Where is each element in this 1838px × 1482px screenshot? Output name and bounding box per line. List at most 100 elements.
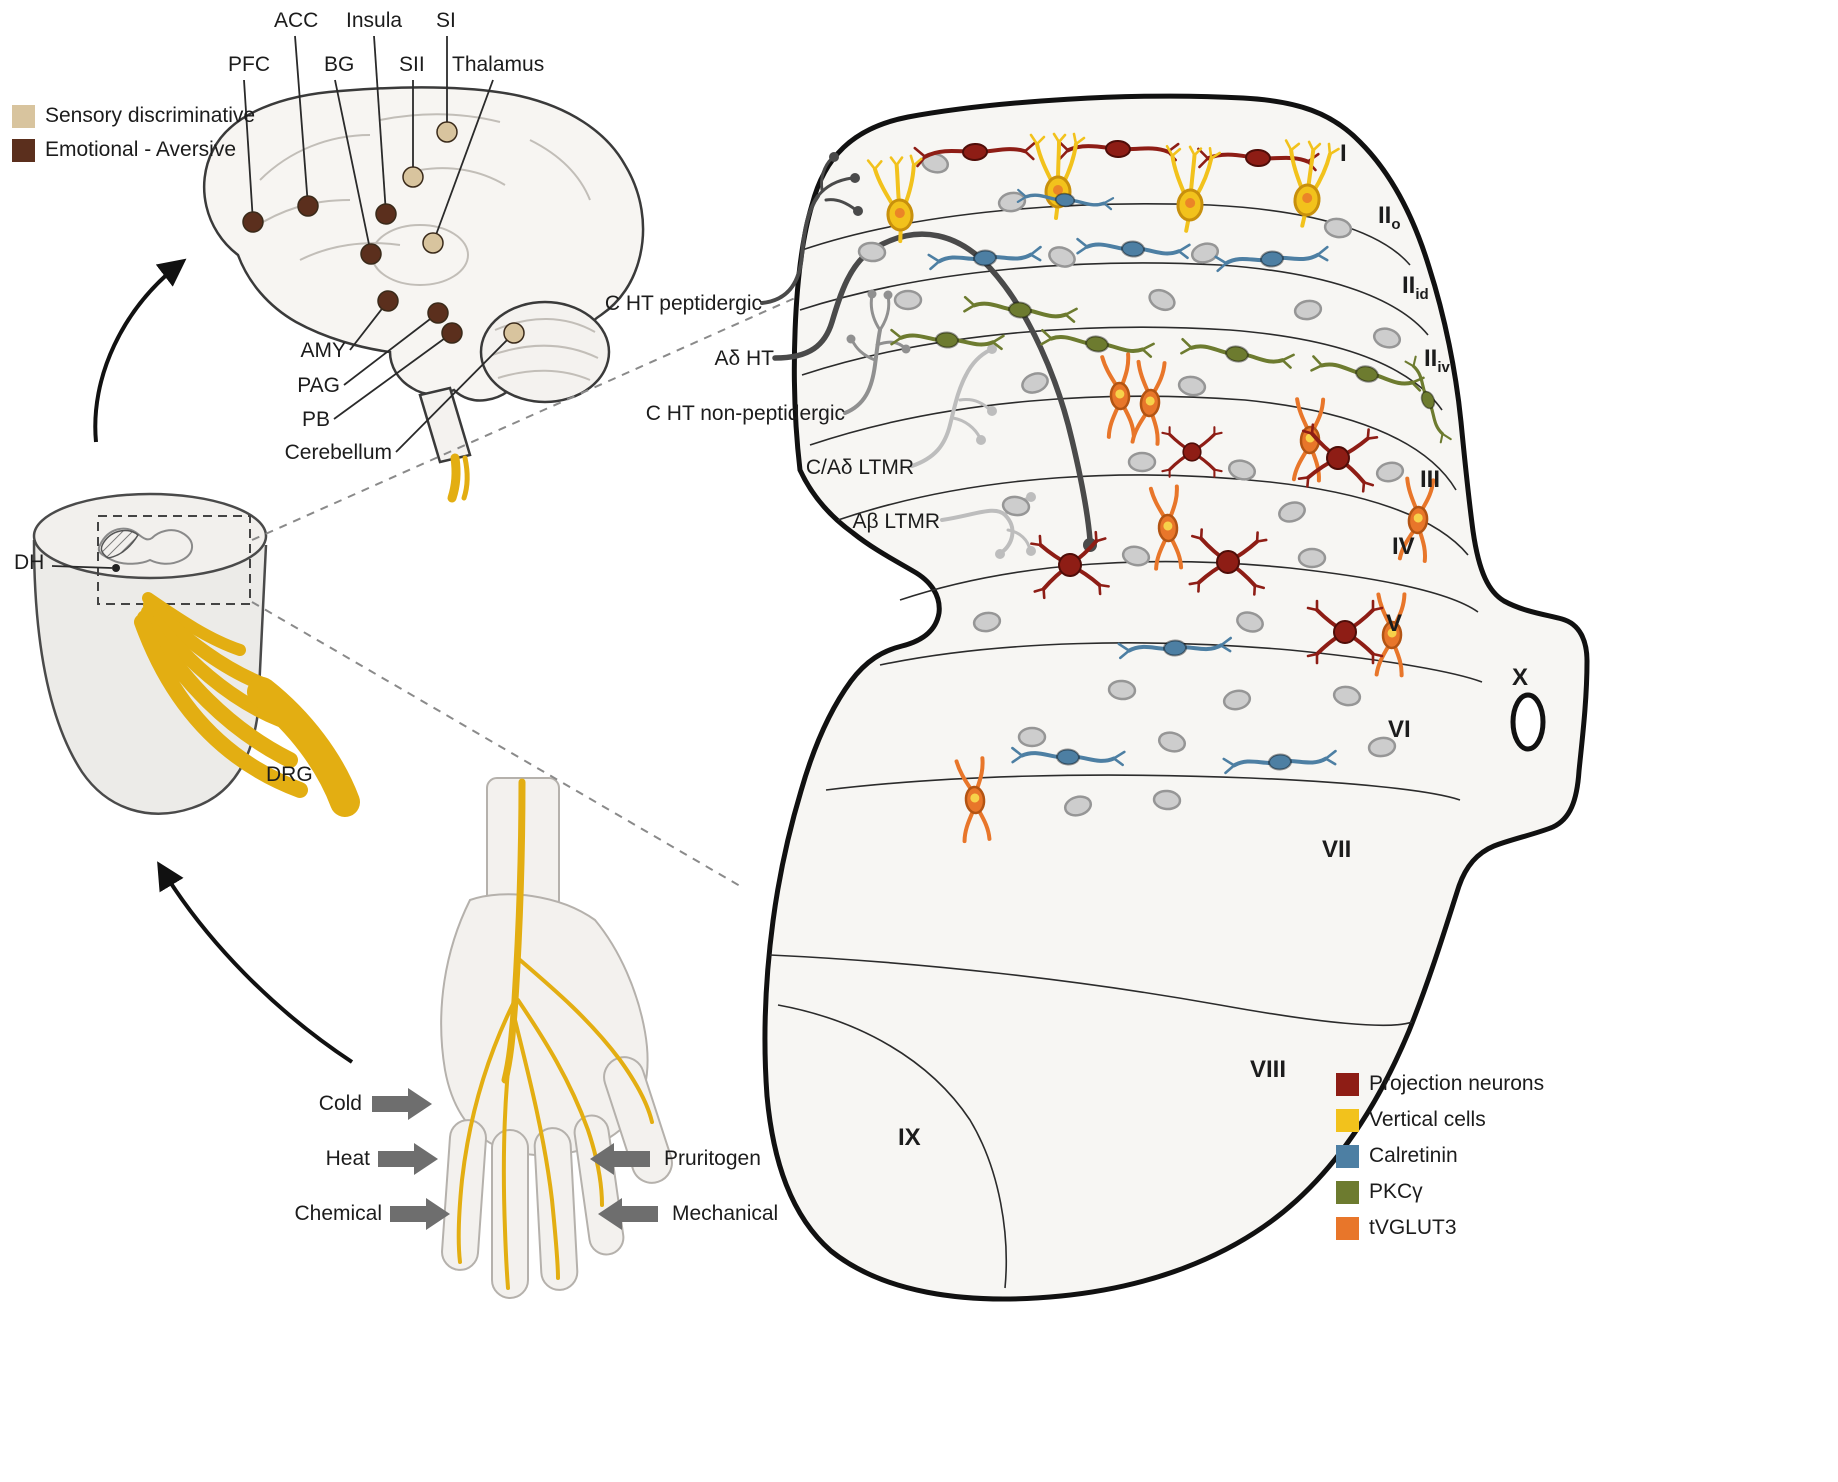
tvglut3-neuron <box>1130 359 1167 446</box>
label-c-ht-non-peptidergic: C HT non-peptidergic <box>645 402 845 425</box>
interneuron-neuron <box>1297 547 1327 569</box>
emotional-legend-label: Emotional - Aversive <box>45 138 237 161</box>
projection-neuron <box>1297 423 1379 493</box>
tvglut3-legend-label: tVGLUT3 <box>1369 1216 1457 1239</box>
brain-legend-sensory: Sensory discriminative <box>12 104 255 128</box>
calretinin-neuron <box>1076 237 1191 260</box>
label-thalamus: Thalamus <box>452 53 545 76</box>
legend-calretinin: Calretinin <box>1336 1144 1458 1168</box>
lamina-label-i: I <box>1340 140 1347 167</box>
vertical-swatch <box>1336 1108 1359 1132</box>
label-c-ht-peptidergic: C HT peptidergic <box>604 292 762 315</box>
dot-pb <box>441 322 463 344</box>
pkc-neuron <box>890 328 1005 351</box>
dorsal-horn-diagram <box>760 93 1590 1302</box>
interneuron-neuron <box>1293 299 1323 321</box>
pruritogen-arrow <box>590 1143 650 1175</box>
interneuron-neuron <box>1063 795 1093 817</box>
sensory-swatch <box>12 104 35 128</box>
pkc-neuron <box>1310 355 1425 392</box>
interneuron-neuron <box>1157 731 1187 753</box>
label-sii: SII <box>399 53 425 76</box>
dot-bg <box>360 243 382 265</box>
lamina-label-vi: VI <box>1388 716 1411 743</box>
calretinin-neuron <box>1117 636 1232 660</box>
label-pfc: PFC <box>228 53 270 76</box>
projection-h-neuron <box>913 141 1037 168</box>
stimulus-arrows <box>372 1088 658 1230</box>
neuron-layer <box>857 132 1452 844</box>
interneuron-neuron <box>1148 288 1176 312</box>
pkc-neuron <box>1404 355 1452 444</box>
pkc-swatch <box>1336 1180 1359 1204</box>
lamina-label-iiid: IIid <box>1402 272 1429 303</box>
label-insula: Insula <box>346 9 403 32</box>
interneuron-neuron <box>1375 461 1405 483</box>
zoom-connector-top <box>251 297 796 541</box>
interneuron-neuron <box>1017 726 1047 748</box>
tvglut3-neuron <box>1100 352 1136 439</box>
interneuron-neuron <box>1222 689 1252 711</box>
interneuron-neuron <box>972 611 1002 633</box>
heat-arrow <box>378 1143 438 1175</box>
dot-sii <box>402 166 424 188</box>
dorsal-horn-hatched <box>100 529 139 559</box>
projection-swatch <box>1336 1072 1359 1096</box>
interneuron-neuron <box>893 289 923 311</box>
tvglut3-neuron <box>1397 476 1436 563</box>
brain-legend-emotional: Emotional - Aversive <box>12 138 236 162</box>
cord-to-brain-arrow <box>93 258 187 443</box>
pkc-neuron <box>1180 338 1295 369</box>
tvglut3-swatch <box>1336 1216 1359 1240</box>
interneuron-neuron <box>997 191 1027 213</box>
zoom-connector-bottom <box>251 601 741 887</box>
calretinin-neuron <box>1011 746 1126 767</box>
vertical-neuron <box>866 154 923 244</box>
hand-to-cord-arrow <box>157 861 354 1064</box>
interneuron-neuron <box>1048 246 1076 268</box>
label-drg: DRG <box>266 763 313 786</box>
mechanical-arrow <box>598 1198 658 1230</box>
tvglut3-neuron <box>954 756 992 844</box>
calretinin-legend-label: Calretinin <box>1369 1144 1458 1167</box>
spinal-cord-illustration <box>32 492 360 817</box>
lamina-label-x: X <box>1512 664 1529 691</box>
projection-h-neuron <box>1056 139 1180 162</box>
interneuron-neuron <box>1021 372 1049 394</box>
label-bg: BG <box>324 53 355 76</box>
label-heat: Heat <box>325 1147 370 1170</box>
brain-illustration <box>202 35 645 503</box>
interneuron-neuron <box>1001 495 1031 517</box>
lamina-label-v: V <box>1386 610 1403 637</box>
dot-cerebellum <box>503 322 525 344</box>
cold-arrow <box>372 1088 432 1120</box>
central-canal <box>1510 692 1546 752</box>
projection-neuron <box>1188 528 1268 596</box>
brainstem-shape <box>418 386 472 464</box>
lamina-label-iv: IV <box>1392 533 1415 560</box>
label-chemical: Chemical <box>294 1202 382 1225</box>
calretinin-swatch <box>1336 1144 1359 1168</box>
calretinin-neuron <box>927 245 1042 271</box>
label-abeta-ltmr: Aβ LTMR <box>852 510 940 533</box>
lamina-label-ix: IX <box>898 1124 921 1151</box>
legend-pkc: PKCγ <box>1336 1180 1423 1204</box>
dot-amy <box>377 290 399 312</box>
tvglut3-neuron <box>1148 484 1184 571</box>
interneuron-neuron <box>1177 375 1207 397</box>
label-adelta-ht: Aδ HT <box>714 347 774 370</box>
label-cerebellum: Cerebellum <box>284 441 392 464</box>
lamina-label-iiiv: IIiv <box>1424 345 1450 376</box>
legend-tvglut3: tVGLUT3 <box>1336 1216 1457 1240</box>
label-dh: DH <box>14 551 45 574</box>
label-pag: PAG <box>297 374 340 397</box>
legend-vertical-cells: Vertical cells <box>1336 1108 1486 1132</box>
interneuron-neuron <box>1323 217 1353 239</box>
projection-neuron <box>1161 426 1223 478</box>
dot-pfc <box>242 211 264 233</box>
projection-legend-label: Projection neurons <box>1369 1072 1545 1095</box>
pkc-neuron <box>1040 328 1155 358</box>
interneuron-neuron <box>1190 242 1220 264</box>
